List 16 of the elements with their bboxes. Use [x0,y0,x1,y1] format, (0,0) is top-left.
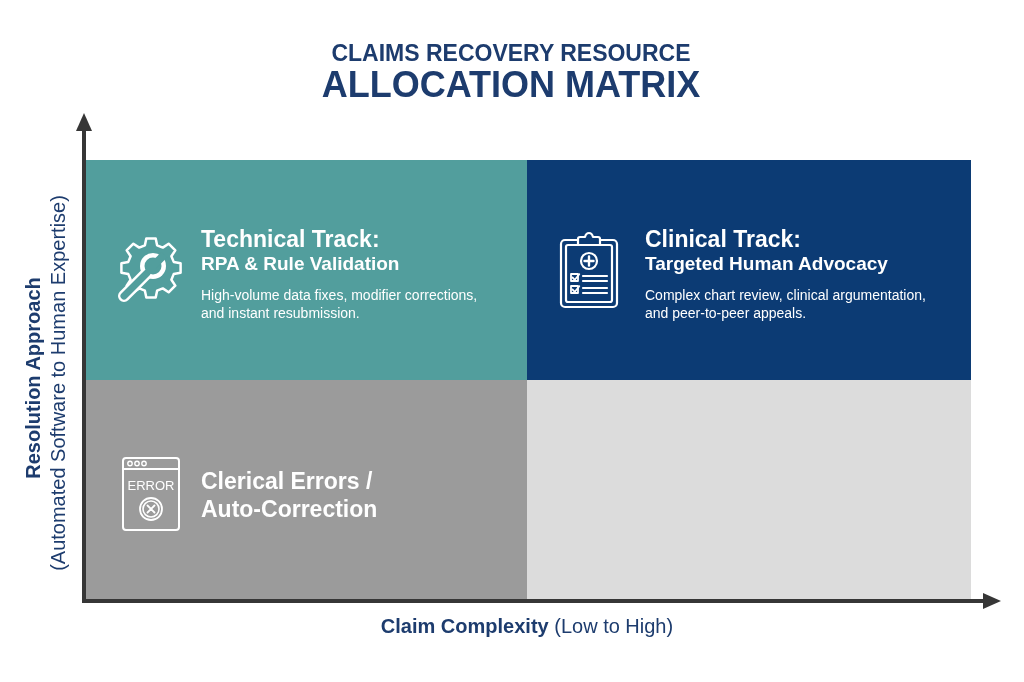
axis-subtitle: (Automated Software to Human Expertise) [47,195,69,571]
quadrant-title: Clerical Errors / Auto-Correction [201,467,379,523]
quadrant-panel [86,160,527,380]
quadrant-subtitle: RPA & Rule Validation [201,252,401,276]
quadrant-title: Clinical Track: [645,226,802,252]
error-window-icon: ERROR [121,456,181,532]
quadrant-panel [86,380,527,600]
quadrant-subtitle: Targeted Human Advocacy [645,252,889,276]
quadrant-title: Technical Track: [201,226,381,252]
quadrant-description: Complex chart review, clinical argumentation, and peer-to-peer appeals. [645,286,927,322]
diagram-title: CLAIMS RECOVERY RESOURCE ALLOCATION MATRIX [321,40,701,104]
axis-title: Resolution Approach [22,277,44,479]
quadrant-description: High-volume data fixes, modifier corrections, and instant resubmission. [201,286,479,322]
quadrant-panel [527,160,971,380]
axis-title: Claim Complexity (Low to High) [380,614,674,638]
quadrant-panel [527,380,971,600]
